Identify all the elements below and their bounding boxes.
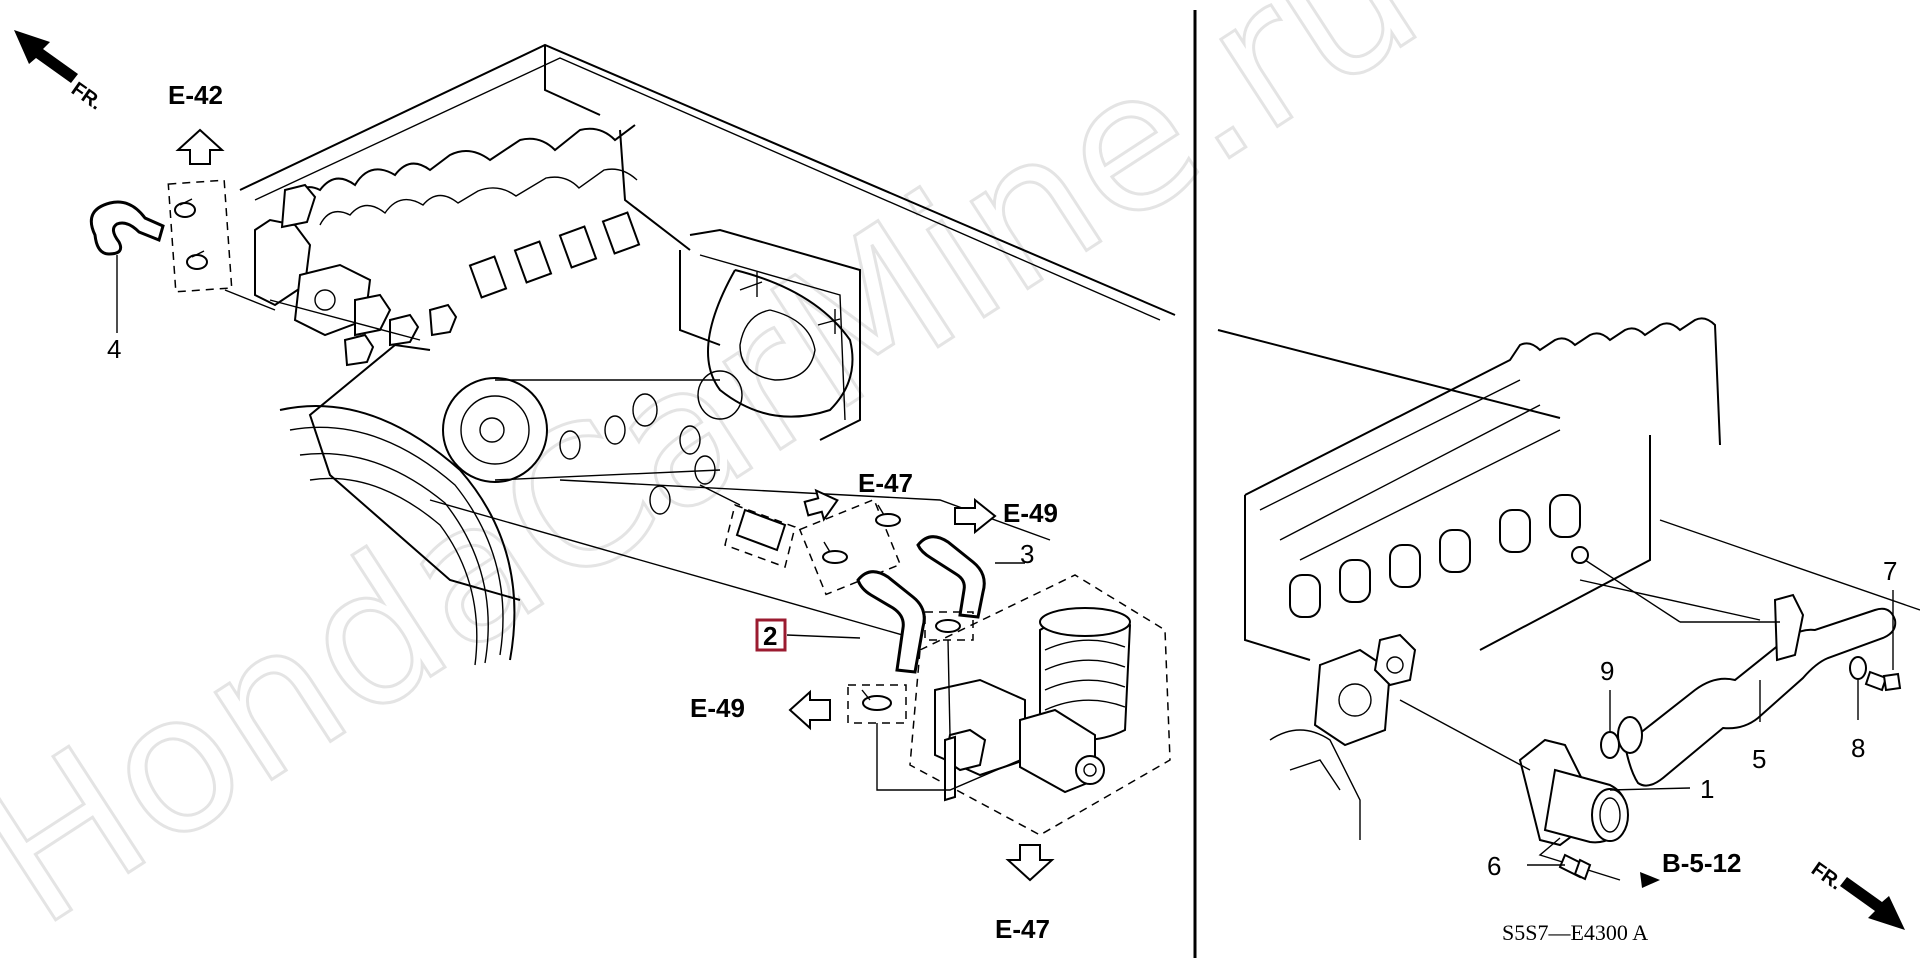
part-9-o-ring [1600, 690, 1620, 759]
part-4-hose-group [89, 179, 276, 333]
callout-7: 7 [1883, 556, 1897, 586]
ref-b512-label[interactable]: B-5-12 [1662, 848, 1741, 878]
part-6-bolt [1527, 853, 1592, 881]
callout-3: 3 [1020, 539, 1034, 569]
part-1-water-outlet [1399, 699, 1691, 888]
part-2-3-clamp-group [699, 484, 902, 596]
left-arrow-icon-e49 [788, 689, 831, 731]
ref-e49-left-group[interactable] [788, 689, 831, 731]
ref-e49-right-group[interactable] [954, 497, 997, 535]
ref-e42-group[interactable] [175, 128, 225, 165]
ref-e47-bottom-label[interactable]: E-47 [995, 914, 1050, 944]
callout-6: 6 [1487, 851, 1501, 881]
part-8-washer [1849, 656, 1867, 720]
front-arrow-left: FR. [14, 30, 106, 115]
callout-2-highlight[interactable]: 2 [755, 618, 787, 652]
part-3-hose [916, 535, 1025, 619]
ref-e49-right-label[interactable]: E-49 [1003, 498, 1058, 528]
part-2-hose[interactable] [786, 570, 926, 674]
oil-cooler-assembly [847, 574, 1171, 836]
ref-e47-top-label[interactable]: E-47 [858, 468, 913, 498]
engine-block-left [239, 43, 1176, 666]
callout-5: 5 [1752, 744, 1766, 774]
b512-arrow-icon [1640, 872, 1660, 888]
ref-e42-label[interactable]: E-42 [168, 80, 223, 110]
ref-e49-left-label[interactable]: E-49 [690, 693, 745, 723]
callout-8: 8 [1851, 733, 1865, 763]
down-arrow-icon-e47 [1005, 844, 1055, 882]
water-outlet-assembly [254, 183, 458, 367]
right-arrow-icon-e47 [803, 488, 839, 522]
fr-label-right: FR. [1807, 858, 1846, 895]
fr-arrow-icon-right [1840, 877, 1905, 930]
diagram-code: S5S7—E4300 A [1502, 920, 1648, 945]
watermark-text: HondaCarMine.ru [0, 0, 1455, 963]
engine-block-right [1217, 317, 1920, 840]
ref-e47-bottom-group[interactable] [1005, 844, 1055, 882]
front-arrow-right: FR. [1807, 858, 1905, 930]
callout-2-box [755, 618, 787, 652]
callout-4: 4 [107, 334, 121, 364]
callout-9: 9 [1600, 656, 1614, 686]
part-5-water-pipe [1584, 559, 1897, 787]
up-arrow-icon [175, 128, 225, 165]
part-7-bolt [1864, 590, 1902, 692]
fr-label-left: FR. [67, 78, 106, 115]
callout-1: 1 [1700, 774, 1714, 804]
fr-arrow-icon-left [14, 30, 78, 83]
right-arrow-icon-e49 [954, 497, 997, 535]
callout-2[interactable]: 2 [763, 621, 777, 651]
